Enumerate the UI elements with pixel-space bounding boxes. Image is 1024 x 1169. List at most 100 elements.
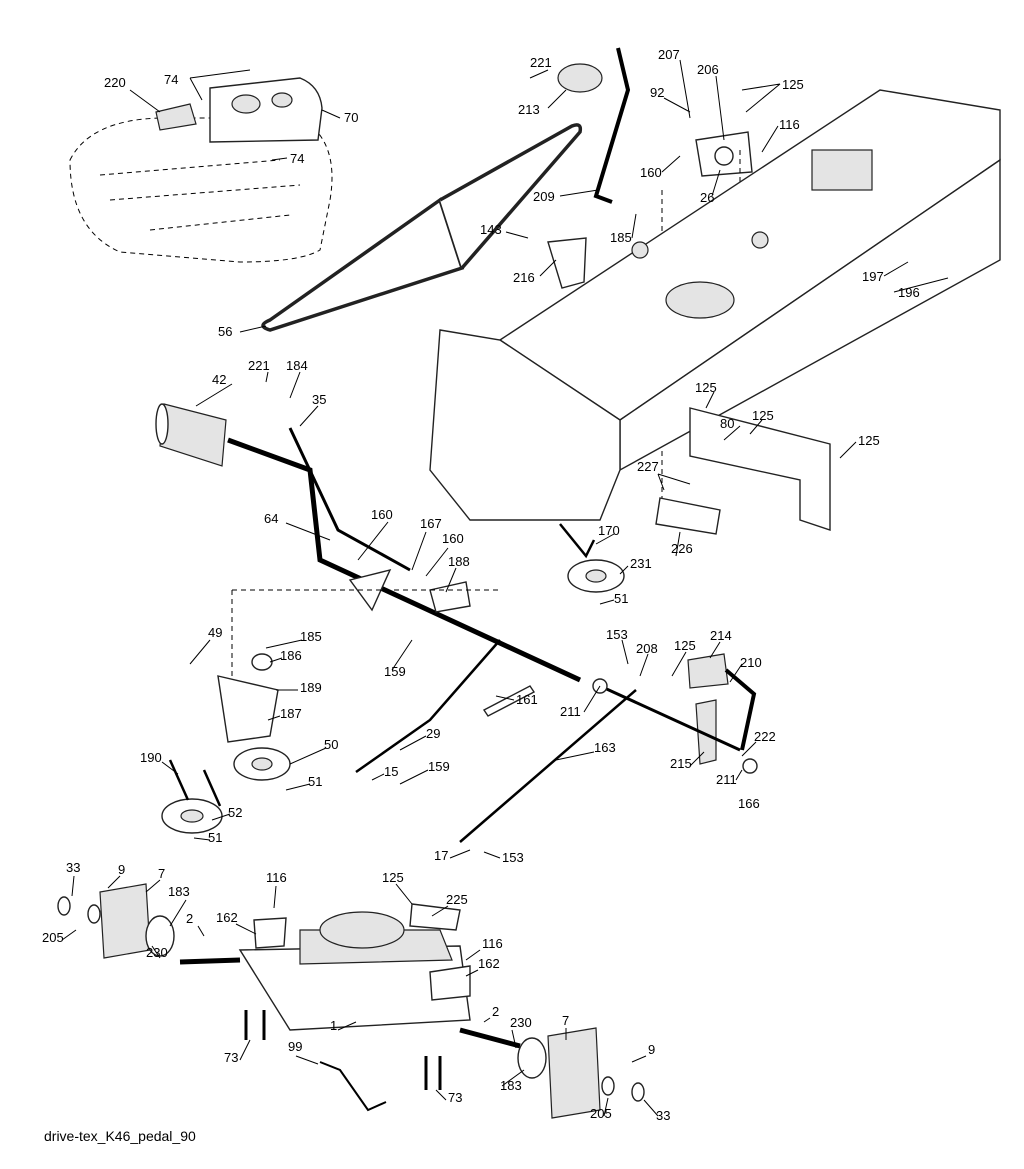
callout-231: 231 — [630, 556, 652, 571]
callout-7: 7 — [158, 866, 165, 881]
callout-227: 227 — [637, 459, 659, 474]
callout-163: 163 — [594, 740, 616, 755]
callout-7: 7 — [562, 1013, 569, 1028]
callout-220: 220 — [104, 75, 126, 90]
callout-162: 162 — [478, 956, 500, 971]
callout-183: 183 — [500, 1078, 522, 1093]
callout-221: 221 — [248, 358, 270, 373]
callout-99: 99 — [288, 1039, 302, 1054]
callout-188: 188 — [448, 554, 470, 569]
callout-15: 15 — [384, 764, 398, 779]
callout-125: 125 — [674, 638, 696, 653]
control-rods — [355, 639, 637, 843]
callout-50: 50 — [324, 737, 338, 752]
callout-52: 52 — [228, 805, 242, 820]
tractor-frame — [429, 89, 1001, 521]
callout-208: 208 — [636, 641, 658, 656]
callout-215: 215 — [670, 756, 692, 771]
callout-125: 125 — [782, 77, 804, 92]
callout-162: 162 — [216, 910, 238, 925]
callout-2: 2 — [186, 911, 193, 926]
brake-pedal-assembly — [592, 653, 758, 774]
callout-74: 74 — [290, 151, 304, 166]
callout-116: 116 — [266, 870, 287, 885]
callout-125: 125 — [382, 870, 404, 885]
callout-9: 9 — [118, 862, 125, 877]
callout-80: 80 — [720, 416, 734, 431]
idler-bracket-assembly — [161, 653, 291, 834]
callout-42: 42 — [212, 372, 226, 387]
callout-33: 33 — [656, 1108, 670, 1123]
callout-190: 190 — [140, 750, 162, 765]
callout-221: 221 — [530, 55, 552, 70]
callout-207: 207 — [658, 47, 680, 62]
callout-211: 211 — [716, 772, 737, 787]
callout-51: 51 — [208, 830, 222, 845]
callout-153: 153 — [502, 850, 524, 865]
callout-29: 29 — [426, 726, 440, 741]
idler-pulley-231 — [559, 523, 625, 593]
callout-160: 160 — [640, 165, 662, 180]
callout-125: 125 — [752, 408, 774, 423]
callout-56: 56 — [218, 324, 232, 339]
fender-shroud — [69, 77, 333, 263]
callout-185: 185 — [610, 230, 632, 245]
callout-183: 183 — [168, 884, 190, 899]
callout-230: 230 — [510, 1015, 532, 1030]
callout-167: 167 — [420, 516, 442, 531]
callout-184: 184 — [286, 358, 308, 373]
callout-213: 213 — [518, 102, 540, 117]
callout-125: 125 — [858, 433, 880, 448]
callout-205: 205 — [590, 1106, 612, 1121]
callout-35: 35 — [312, 392, 326, 407]
callout-211: 211 — [560, 704, 581, 719]
callout-labels: 220 74 70 74 221 213 207 206 125 92 116 … — [42, 47, 920, 1123]
callout-160: 160 — [371, 507, 393, 522]
drive-belt — [261, 123, 583, 332]
callout-222: 222 — [754, 729, 776, 744]
callout-51: 51 — [614, 591, 628, 606]
callout-159: 159 — [428, 759, 450, 774]
callout-210: 210 — [740, 655, 762, 670]
callout-17: 17 — [434, 848, 448, 863]
callout-116: 116 — [482, 936, 503, 951]
callout-26: 26 — [700, 190, 714, 205]
callout-73: 73 — [448, 1090, 462, 1105]
callout-187: 187 — [280, 706, 302, 721]
callout-125: 125 — [695, 380, 717, 395]
callout-186: 186 — [280, 648, 302, 663]
callout-74: 74 — [164, 72, 178, 87]
callout-197: 197 — [862, 269, 884, 284]
callout-1: 1 — [330, 1018, 337, 1033]
callout-9: 9 — [648, 1042, 655, 1057]
callout-64: 64 — [264, 511, 278, 526]
callout-185: 185 — [300, 629, 322, 644]
callout-216: 216 — [513, 270, 535, 285]
callout-33: 33 — [66, 860, 80, 875]
callout-166: 166 — [738, 796, 760, 811]
callout-225: 225 — [446, 892, 468, 907]
callout-226: 226 — [671, 541, 693, 556]
transaxle — [179, 903, 521, 1112]
callout-51: 51 — [308, 774, 322, 789]
callout-196: 196 — [898, 285, 920, 300]
callout-2: 2 — [492, 1004, 499, 1019]
callout-49: 49 — [208, 625, 222, 640]
callout-143: 143 — [480, 222, 502, 237]
callout-205: 205 — [42, 930, 64, 945]
callout-153: 153 — [606, 627, 628, 642]
callout-73: 73 — [224, 1050, 238, 1065]
callout-160: 160 — [442, 531, 464, 546]
callout-189: 189 — [300, 680, 322, 695]
callout-214: 214 — [710, 628, 732, 643]
callout-170: 170 — [598, 523, 620, 538]
pedal-shaft-assembly — [155, 403, 582, 740]
leader-lines — [61, 59, 949, 1117]
callout-116: 116 — [779, 117, 800, 132]
callout-70: 70 — [344, 110, 358, 125]
callout-209: 209 — [533, 189, 555, 204]
wheel-hubs — [57, 883, 645, 1119]
callout-161: 161 — [516, 692, 538, 707]
callout-206: 206 — [697, 62, 719, 77]
